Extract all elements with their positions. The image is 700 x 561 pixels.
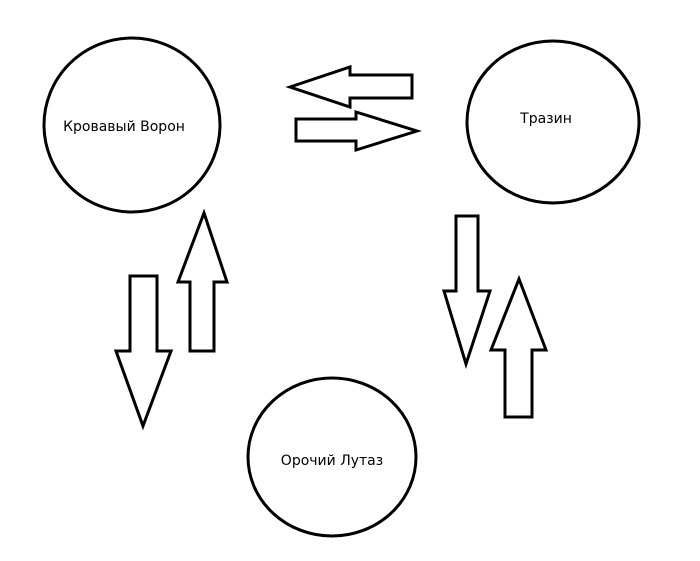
- node-lutaz-label: Орочий Лутаз: [281, 453, 383, 469]
- arrow-raven-to-trazin: [294, 109, 423, 153]
- arrow-raven-to-lutaz: [113, 274, 174, 431]
- arrow-trazin-to-raven: [285, 64, 414, 110]
- node-raven-label: Кровавый Ворон: [63, 119, 185, 135]
- node-trazin-label: Тразин: [519, 111, 572, 127]
- arrow-trazin-to-lutaz: [441, 214, 493, 369]
- node-lutaz-circle: [246, 376, 418, 538]
- arrow-lutaz-to-raven: [175, 208, 230, 353]
- node-raven: Кровавый Ворон: [42, 36, 222, 214]
- node-trazin: Тразин: [465, 39, 641, 205]
- arrow-lutaz-to-trazin: [488, 274, 549, 419]
- node-trazin-circle: [465, 39, 641, 205]
- node-raven-circle: [42, 36, 222, 214]
- node-lutaz: Орочий Лутаз: [246, 376, 418, 538]
